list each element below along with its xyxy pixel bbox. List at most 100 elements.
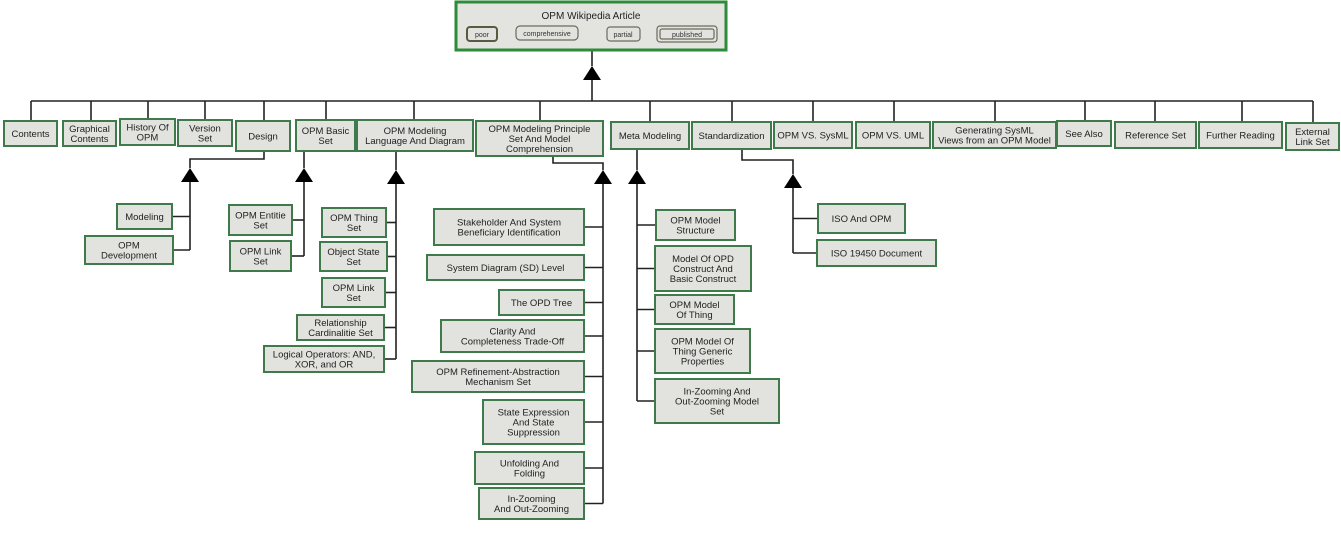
node-frame xyxy=(235,120,291,152)
state-poor[interactable]: poor xyxy=(466,26,498,42)
node-label-line: OPM Thing xyxy=(330,213,378,224)
node-label-line: Standardization xyxy=(698,131,764,142)
node-reference-set[interactable]: Reference Set xyxy=(1114,121,1197,149)
node-label-line: And Out-Zooming xyxy=(494,504,569,515)
root-title: OPM Wikipedia Article xyxy=(542,11,641,22)
node-frame xyxy=(654,245,752,292)
node-label-line: Properties xyxy=(681,357,725,368)
node-label-line: Development xyxy=(101,251,157,262)
state-comprehensive[interactable]: comprehensive xyxy=(515,25,579,41)
node-label-line: OPM VS. SysML xyxy=(777,131,848,142)
node-frame xyxy=(1285,122,1340,151)
node-label-line: Model Of OPD xyxy=(672,254,734,265)
node-label-line: OPM Basic xyxy=(302,126,350,137)
node-frame xyxy=(319,241,388,272)
node-label-line: Thing Generic xyxy=(673,347,733,358)
node-frame xyxy=(62,120,117,147)
node-opm-vs-sysml[interactable]: OPM VS. SysML xyxy=(773,121,853,149)
node-standardization[interactable]: Standardization xyxy=(691,121,772,150)
node-label-line: Construct And xyxy=(673,264,733,275)
node-label-line: And State xyxy=(513,418,555,429)
node-label-line: The OPD Tree xyxy=(511,298,572,309)
node-label-line: State Expression xyxy=(498,408,570,419)
node-frame xyxy=(475,120,604,157)
root-node[interactable]: OPM Wikipedia Article poor comprehensive… xyxy=(454,0,728,52)
node-label-line: Modeling xyxy=(125,212,164,223)
node-label-line: Out-Zooming Model xyxy=(675,397,759,408)
node-label-line: Set xyxy=(253,221,268,232)
node-contents[interactable]: Contents xyxy=(3,120,58,147)
node-label-line: Comprehension xyxy=(506,144,573,155)
aggregation-triangle-icon xyxy=(628,170,646,184)
node-label-line: Graphical xyxy=(69,124,110,135)
node-modeling[interactable]: Modeling xyxy=(116,203,173,230)
node-label-line: Cardinalitie Set xyxy=(308,328,373,339)
node-label-line: Further Reading xyxy=(1206,131,1275,142)
node-iso-19450[interactable]: ISO 19450 Document xyxy=(816,239,937,267)
node-label-line: Views from an OPM Model xyxy=(938,136,1051,147)
node-label-line: OPM Modeling xyxy=(384,126,447,137)
aggregation-triangle-icon xyxy=(387,170,405,184)
node-system-diagram[interactable]: System Diagram (SD) Level xyxy=(426,254,585,281)
node-design[interactable]: Design xyxy=(235,120,291,152)
node-frame xyxy=(773,121,853,149)
state-published[interactable]: published xyxy=(656,25,718,43)
node-label-line: Structure xyxy=(676,226,715,237)
node-label-line: Beneficiary Identification xyxy=(458,228,561,239)
state-partial[interactable]: partial xyxy=(606,26,641,42)
node-label-line: Logical Operators: AND, xyxy=(273,350,375,361)
node-label-line: Completeness Trade-Off xyxy=(461,337,565,348)
node-opd-tree[interactable]: The OPD Tree xyxy=(498,289,585,316)
node-see-also[interactable]: See Also xyxy=(1056,120,1112,147)
node-frame xyxy=(1198,121,1283,149)
node-label-line: OPM VS. UML xyxy=(862,131,924,142)
node-label-line: Unfolding And xyxy=(500,459,559,470)
node-further-reading[interactable]: Further Reading xyxy=(1198,121,1283,149)
node-label-line: Contents xyxy=(70,134,108,145)
node-iso-and-opm[interactable]: ISO And OPM xyxy=(817,203,906,234)
node-meta-modeling[interactable]: Meta Modeling xyxy=(610,121,690,150)
node-frame xyxy=(655,209,736,241)
node-label-line: Set And Model xyxy=(509,134,571,145)
node-frame xyxy=(654,328,751,374)
node-frame xyxy=(321,277,386,308)
node-frame xyxy=(691,121,772,150)
node-opm-vs-uml[interactable]: OPM VS. UML xyxy=(855,121,931,149)
node-frame xyxy=(1056,120,1112,147)
node-frame xyxy=(84,235,174,265)
node-logical-operators[interactable]: Logical Operators: AND,XOR, and OR xyxy=(263,345,385,373)
node-label-line: OPM Model Of xyxy=(671,337,734,348)
node-label-line: Reference Set xyxy=(1125,131,1186,142)
node-label-line: ISO 19450 Document xyxy=(831,249,923,260)
aggregation-triangle-icon xyxy=(181,168,199,182)
node-label-line: External xyxy=(1295,127,1330,138)
parent-connector-design xyxy=(189,151,265,168)
